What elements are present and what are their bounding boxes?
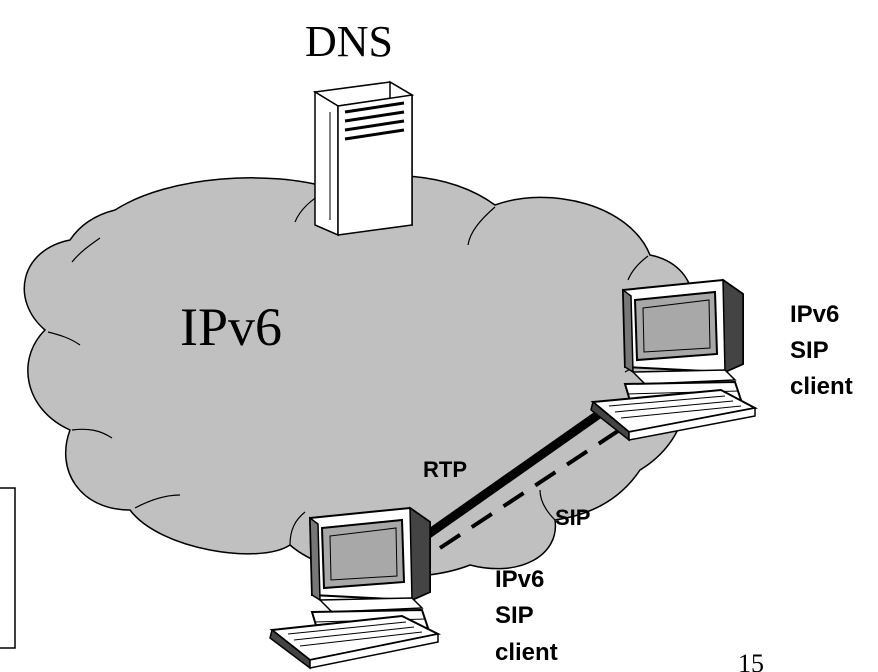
sip-label: SIP: [555, 505, 590, 530]
partial-frame: [0, 487, 16, 649]
network-label: IPv6: [180, 297, 282, 357]
rtp-link: [417, 401, 615, 544]
client-left-line-3: client: [495, 639, 558, 666]
client-right-line-3: client: [790, 373, 853, 400]
client-right-line-2: SIP: [790, 337, 829, 364]
computer-icon: [269, 506, 442, 670]
client-left-line-2: SIP: [495, 602, 534, 629]
computer-icon: [590, 278, 758, 442]
page-number: 15: [738, 649, 764, 672]
dns-label: DNS: [305, 17, 393, 66]
client-left-line-1: IPv6: [495, 566, 544, 593]
client-right-line-1: IPv6: [790, 301, 839, 328]
sip-link: [438, 408, 652, 550]
rtp-label: RTP: [423, 457, 467, 482]
dns-server-icon: [312, 80, 415, 237]
